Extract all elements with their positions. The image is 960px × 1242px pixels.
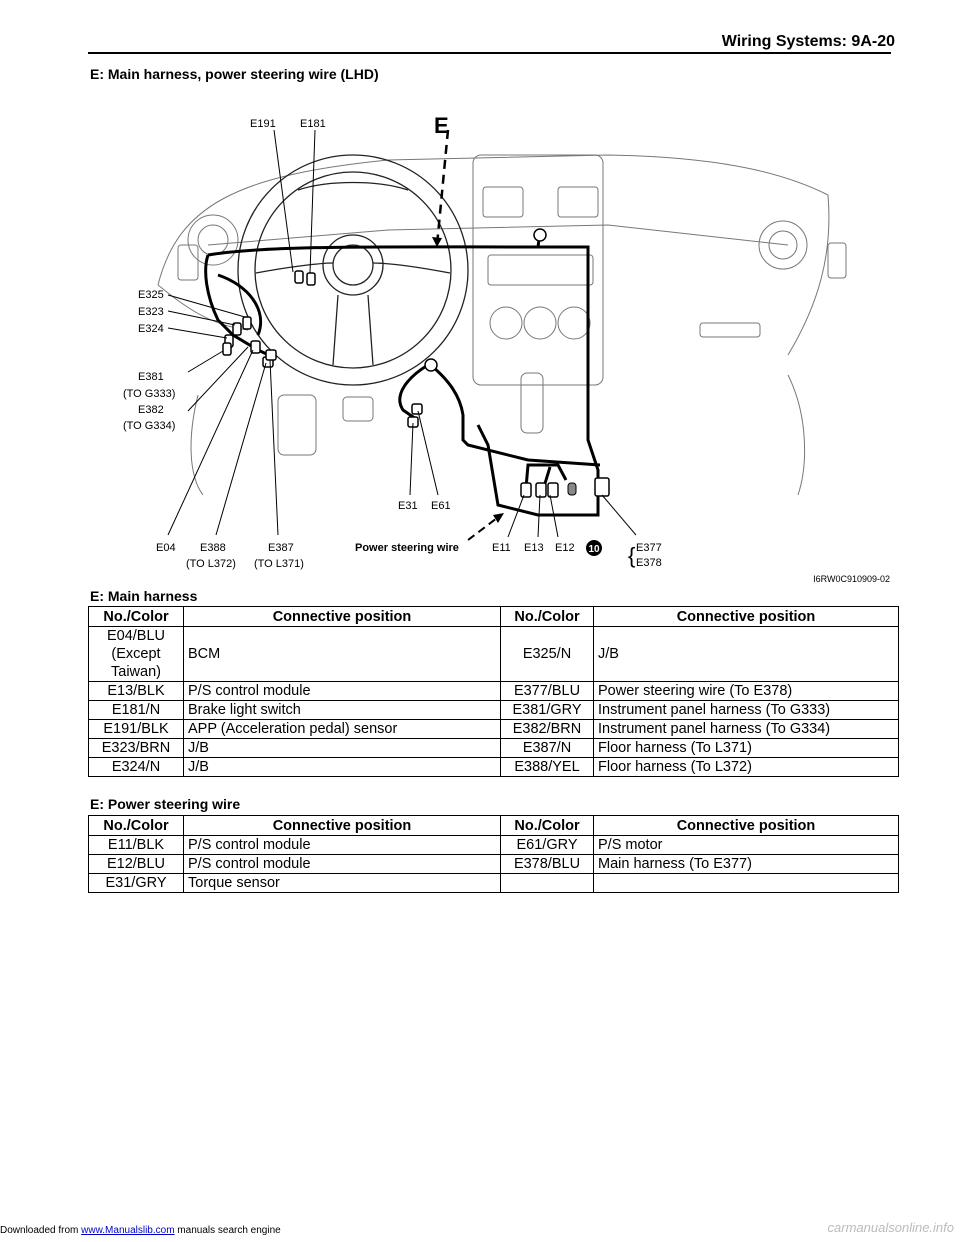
connector-no: E325/N [500,626,594,682]
label-e12: E12 [555,542,575,554]
main-harness-title: E: Main harness [90,588,198,604]
col-no-color: No./Color [500,815,594,836]
col-connective-position: Connective position [593,606,899,627]
col-no-color: No./Color [88,606,184,627]
table-row: E11/BLK P/S control module E61/GRY P/S m… [88,835,899,855]
label-e31: E31 [398,500,418,512]
col-no-color: No./Color [500,606,594,627]
label-e181: E181 [300,118,326,130]
connector-no: E191/BLK [88,719,184,739]
footer: Downloaded from www.Manualslib.com manua… [0,1225,281,1236]
table-row: E13/BLK P/S control module E377/BLU Powe… [88,681,899,701]
header-rule [88,52,891,54]
label-e381: E381 [138,371,164,383]
connector-no: E377/BLU [500,681,594,701]
power-steering-table: No./Color Connective position No./Color … [88,815,899,893]
connector-no: E388/YEL [500,757,594,777]
connector-no: E378/BLU [500,854,594,874]
label-power-steering-wire: Power steering wire [355,542,459,554]
label-e381-sub: (TO G333) [123,388,175,400]
connector-position: Floor harness (To L371) [593,738,899,758]
label-e324: E324 [138,323,164,335]
page-header-title: Wiring Systems: 9A-20 [721,33,895,50]
figure-id: I6RW0C910909-02 [813,574,890,584]
connector-no: E382/BRN [500,719,594,739]
power-steering-title: E: Power steering wire [90,796,241,812]
connector-position: J/B [183,738,501,758]
col-connective-position: Connective position [183,606,501,627]
footer-prefix: Downloaded from [0,1225,82,1236]
connector-position: Power steering wire (To E378) [593,681,899,701]
table-row: E323/BRN J/B E387/N Floor harness (To L3… [88,738,899,758]
table-row: E181/N Brake light switch E381/GRY Instr… [88,700,899,720]
diagram-section-title: E: Main harness, power steering wire (LH… [90,66,379,82]
table-row: E191/BLK APP (Acceleration pedal) sensor… [88,719,899,739]
label-e11: E11 [492,542,511,554]
connector-no: E12/BLU [88,854,184,874]
footer-suffix: manuals search engine [174,1225,281,1236]
connector-position: J/B [593,626,899,682]
svg-text:{: { [628,543,635,568]
connector-position: Torque sensor [183,873,501,893]
connector-position: P/S motor [593,835,899,855]
col-connective-position: Connective position [593,815,899,836]
connector-position: P/S control module [183,681,501,701]
connector-no: E323/BRN [88,738,184,758]
label-e382: E382 [138,404,164,416]
connector-no: E31/GRY [88,873,184,893]
section-e-label: E [434,113,449,138]
connector-no: E61/GRY [500,835,594,855]
connector-no: E11/BLK [88,835,184,855]
connector-no: E324/N [88,757,184,777]
connector-no: E181/N [88,700,184,720]
connector-no: E04/BLU (Except Taiwan) [88,626,184,682]
connector-no: E381/GRY [500,700,594,720]
callout-badge-number: 10 [588,544,600,555]
label-e377: E377 [636,542,662,554]
watermark: carmanualsonline.info [827,1220,954,1235]
label-e13: E13 [524,542,544,554]
label-e388: E388 [200,542,226,554]
connector-no [500,873,594,893]
wiring-diagram: E E191 E181 E325 E323 E324 E381 (TO G333… [123,113,847,570]
connector-position: BCM [183,626,501,682]
callout-badge [586,540,602,556]
connector-position: J/B [183,757,501,777]
label-e387-sub: (TO L371) [254,558,304,570]
table-row: E31/GRY Torque sensor [88,873,899,893]
label-e04: E04 [156,542,176,554]
label-e191: E191 [250,118,276,130]
connector-position: Main harness (To E377) [593,854,899,874]
label-e323: E323 [138,306,164,318]
table-row: E12/BLU P/S control module E378/BLU Main… [88,854,899,874]
connector-position: P/S control module [183,854,501,874]
table-row: E04/BLU (Except Taiwan) BCM E325/N J/B [88,626,899,682]
label-e325: E325 [138,289,164,301]
connector-position: Brake light switch [183,700,501,720]
label-e382-sub: (TO G334) [123,420,175,432]
connector-position: P/S control module [183,835,501,855]
table-row: E324/N J/B E388/YEL Floor harness (To L3… [88,757,899,777]
label-e61: E61 [431,500,451,512]
connector-no: E387/N [500,738,594,758]
connector-position: Instrument panel harness (To G333) [593,700,899,720]
connector-position: APP (Acceleration pedal) sensor [183,719,501,739]
label-e378: E378 [636,557,662,569]
col-no-color: No./Color [88,815,184,836]
connector-no: E13/BLK [88,681,184,701]
connector-position: Instrument panel harness (To G334) [593,719,899,739]
connector-position [593,873,899,893]
manualslib-link[interactable]: www.Manualslib.com [81,1225,175,1236]
label-e388-sub: (TO L372) [186,558,236,570]
connector-position: Floor harness (To L372) [593,757,899,777]
col-connective-position: Connective position [183,815,501,836]
main-harness-table: No./Color Connective position No./Color … [88,606,899,777]
label-e387: E387 [268,542,294,554]
